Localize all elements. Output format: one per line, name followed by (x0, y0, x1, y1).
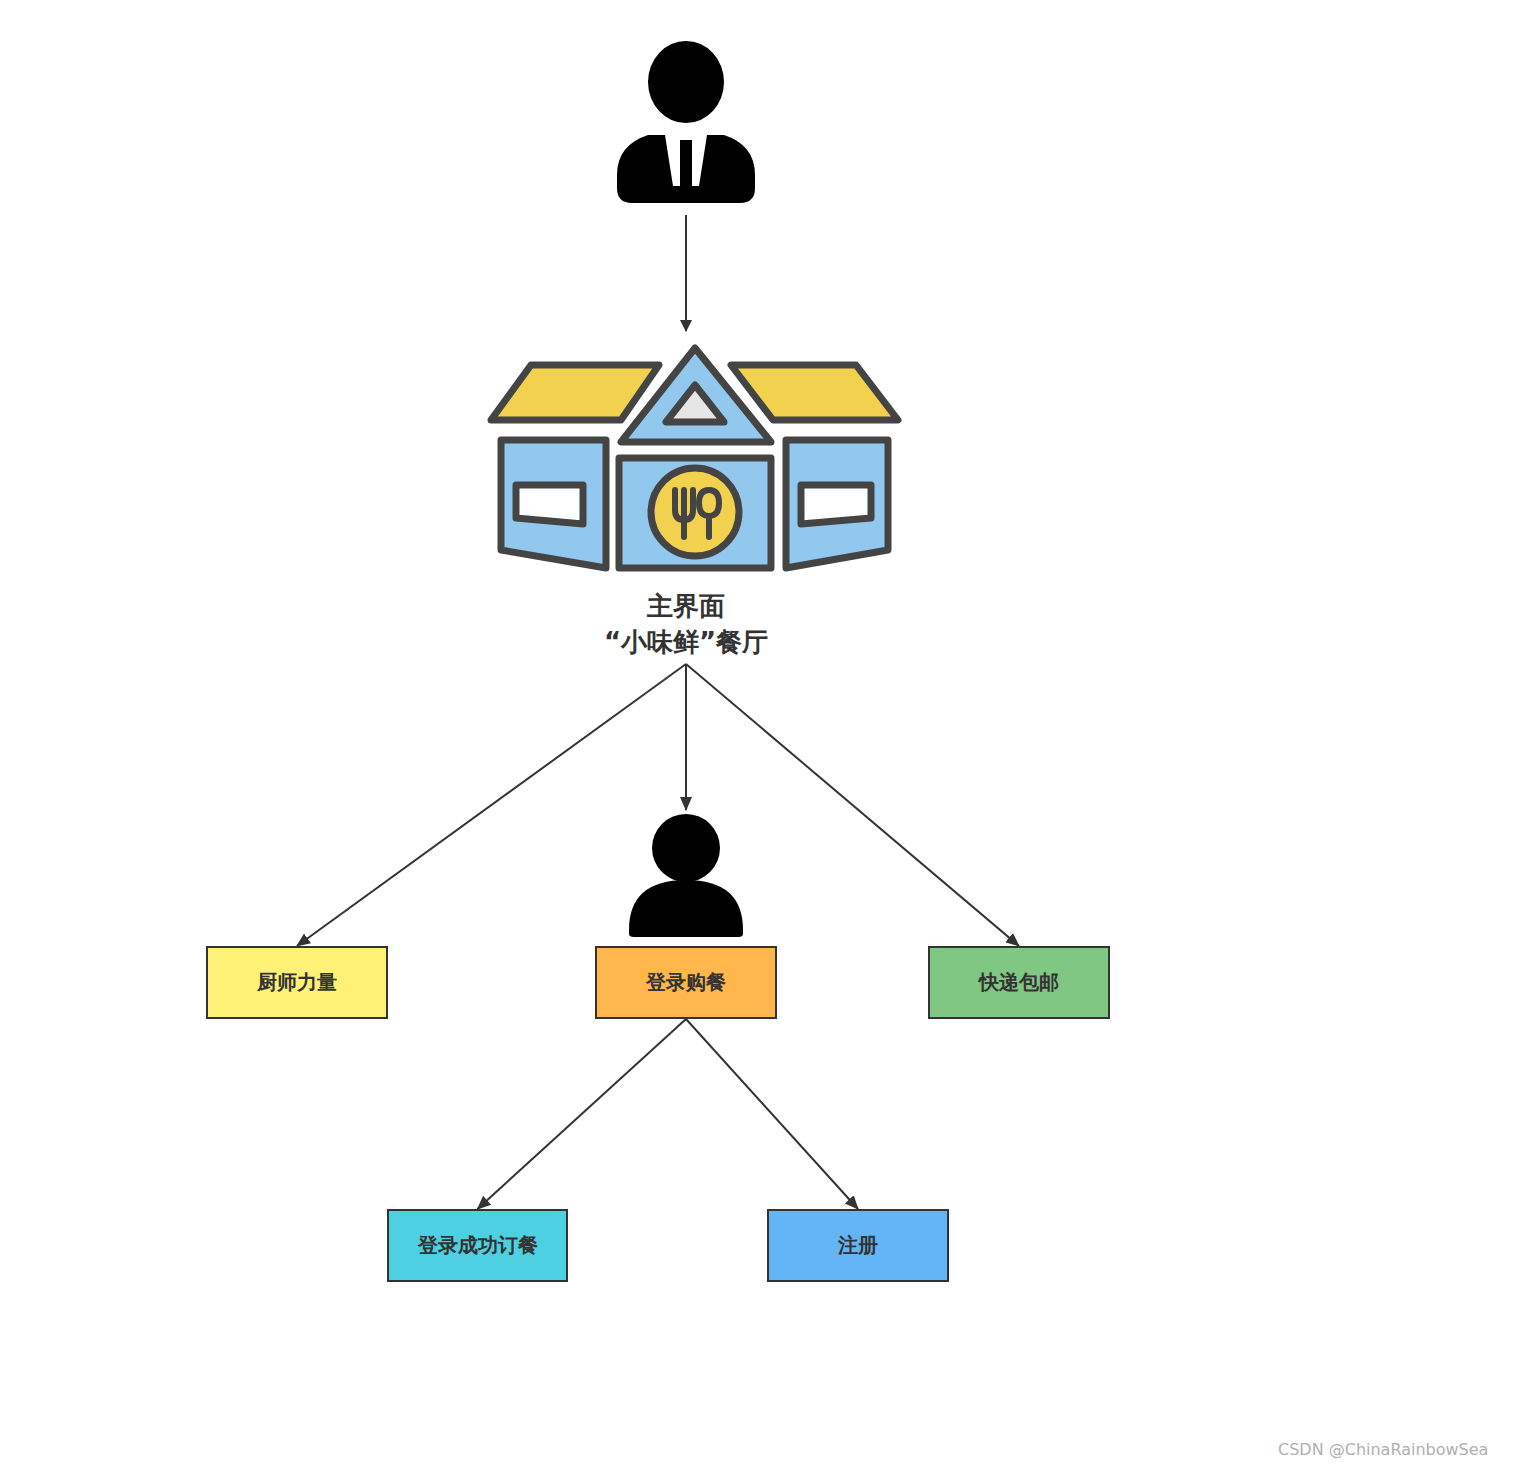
process-box: 厨师力量 (206, 946, 388, 1019)
process-box: 登录成功订餐 (387, 1209, 568, 1282)
process-box: 注册 (767, 1209, 949, 1282)
process-box: 登录购餐 (595, 810, 777, 1019)
node-title: 主界面 “小味鲜”餐厅 (481, 588, 891, 660)
box-label: 注册 (838, 1232, 878, 1259)
connector-arrow (686, 664, 1019, 946)
arrow-line (685, 215, 687, 331)
connector-arrow (478, 1019, 687, 1209)
connector-arrow (685, 664, 687, 810)
watermark: CSDN @ChinaRainbowSea (1278, 1440, 1488, 1459)
process-box: 快递包邮 (928, 946, 1110, 1019)
connector-arrow (686, 1019, 858, 1209)
user-icon (617, 41, 755, 203)
connector-arrow (297, 664, 686, 946)
process-box-body: 登录购餐 (595, 946, 777, 1019)
restaurant-node: 主界面 “小味鲜”餐厅 (481, 338, 891, 664)
restaurant-icon (491, 348, 898, 568)
box-label: 厨师力量 (257, 969, 337, 996)
box-label: 快递包邮 (979, 969, 1059, 996)
box-label: 登录成功订餐 (418, 1232, 538, 1259)
user-icon (629, 814, 743, 937)
box-label: 登录购餐 (646, 969, 726, 996)
